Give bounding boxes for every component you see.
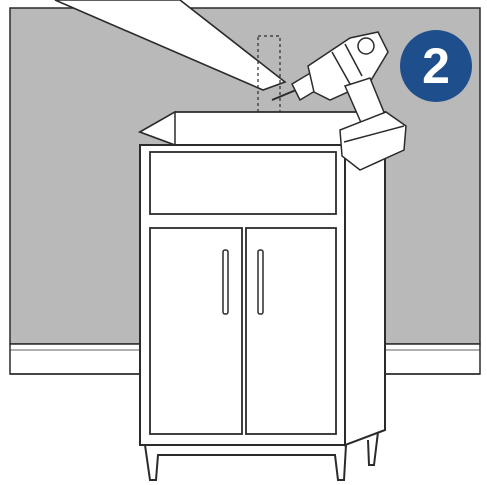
door-handle-right xyxy=(257,249,264,315)
cabinet-leg-back xyxy=(367,431,379,466)
step-number-badge: 2 xyxy=(400,30,472,102)
cabinet-drawer xyxy=(149,151,337,215)
cabinet-side xyxy=(344,130,386,447)
cabinet-top-side xyxy=(138,110,176,147)
cabinet-legs xyxy=(144,444,347,481)
power-drill-icon xyxy=(271,31,407,171)
door-handle-left xyxy=(222,249,229,315)
callout-pointer xyxy=(54,0,287,91)
